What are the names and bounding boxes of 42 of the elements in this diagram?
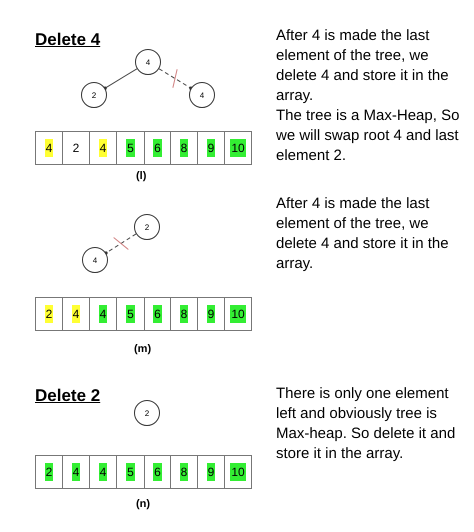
array-cell: 5 — [116, 297, 145, 331]
tree-node: 2 — [81, 82, 107, 108]
connector-line — [103, 68, 138, 90]
section-heading: Delete 4 — [35, 30, 100, 50]
array-cell: 9 — [197, 455, 225, 489]
explanation-text: The tree is a Max-Heap, So we will swap root 4 and last element 2. — [276, 106, 460, 166]
array-cell: 10 — [224, 455, 252, 489]
array-cell: 9 — [197, 297, 225, 331]
explanation-text: After 4 is made the last element of the tree, we delete 4 and store it in the array. — [276, 194, 450, 274]
connector-line — [104, 233, 137, 255]
figure-caption: (l) — [136, 170, 146, 182]
array-cell: 2 — [35, 297, 63, 331]
array-cell: 2 — [35, 455, 63, 489]
tree-node: 4 — [135, 49, 161, 75]
array-cell: 8 — [170, 455, 198, 489]
array-cell: 6 — [144, 131, 171, 165]
array-cell: 4 — [62, 297, 90, 331]
figure-caption: (m) — [134, 343, 152, 355]
array-cell: 8 — [170, 131, 198, 165]
array-cell: 10 — [224, 297, 252, 331]
array-cell: 8 — [170, 297, 198, 331]
array-cell: 2 — [62, 131, 90, 165]
array-cell: 6 — [144, 297, 171, 331]
array-cell: 5 — [116, 455, 145, 489]
array-cell: 4 — [35, 131, 63, 165]
tree-node: 2 — [134, 400, 160, 426]
figure-caption: (n) — [136, 498, 150, 510]
tree-node: 2 — [134, 214, 160, 240]
explanation-text: There is only one element left and obviously tree is Max-heap. So delete it and store it in the array. — [276, 384, 456, 464]
array-cell: 4 — [89, 297, 117, 331]
section-heading: Delete 2 — [35, 386, 100, 406]
array-cell: 9 — [197, 131, 225, 165]
array-cell: 4 — [89, 455, 117, 489]
array-cell: 4 — [89, 131, 117, 165]
connector-line — [158, 68, 193, 90]
array-cell: 4 — [62, 455, 90, 489]
array-cell: 6 — [144, 455, 171, 489]
tree-node: 4 — [189, 82, 215, 108]
tree-node: 4 — [82, 247, 108, 273]
array-cell: 10 — [224, 131, 252, 165]
array-cell: 5 — [116, 131, 145, 165]
explanation-text: After 4 is made the last element of the tree, we delete 4 and store it in the array. — [276, 26, 450, 106]
